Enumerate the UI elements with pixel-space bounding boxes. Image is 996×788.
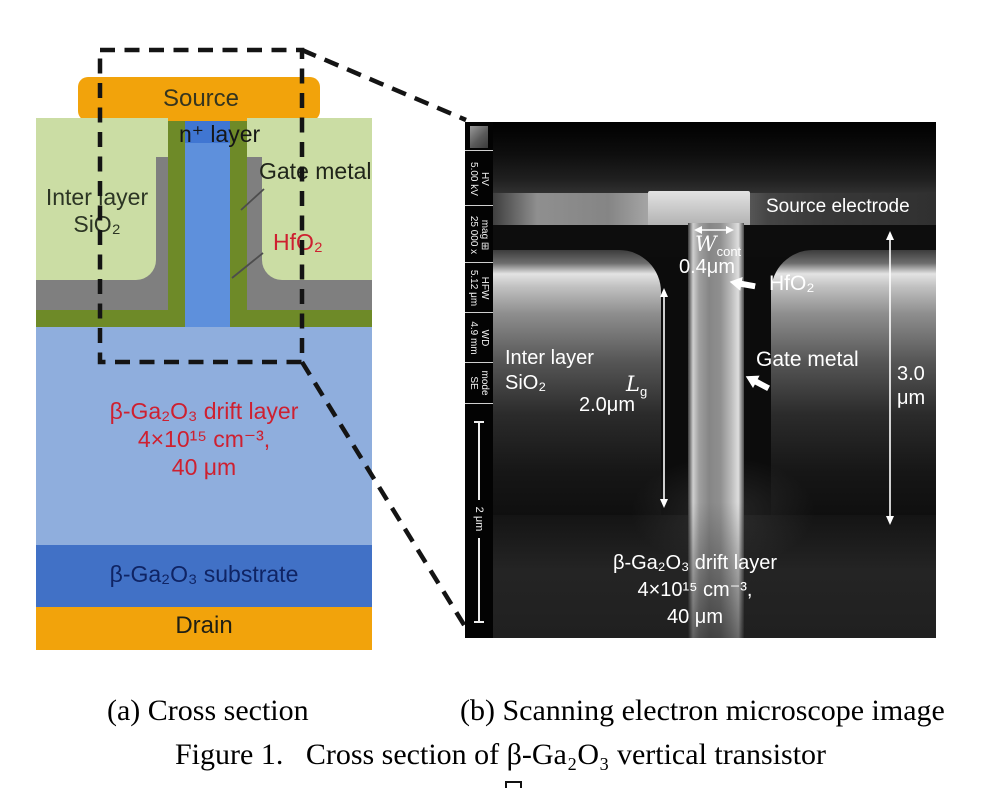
sem-thumbnail-icon bbox=[470, 126, 488, 148]
interlayer-sio2-left-upper bbox=[156, 118, 168, 157]
sem-drift-line3: 40 μm bbox=[667, 606, 723, 628]
drift-label-line1: β-Ga₂O₃ drift layer bbox=[109, 398, 299, 424]
wcont-label: Wcont bbox=[695, 232, 741, 259]
drift-label-line3: 40 μm bbox=[171, 454, 237, 480]
sem-meta-mode: mode SE bbox=[465, 362, 493, 404]
missing-glyph-box bbox=[505, 781, 522, 788]
scalebar-tick-bottom bbox=[474, 621, 484, 623]
sem-interlayer-label: Inter layer SiO₂ bbox=[505, 346, 594, 396]
caption-a: (a) Cross section bbox=[107, 694, 309, 727]
height-value-label: 3.0 μm bbox=[897, 362, 925, 410]
drift-fin-channel bbox=[185, 143, 230, 327]
height-dimension-arrow bbox=[885, 231, 895, 530]
sem-source-electrode-label: Source electrode bbox=[766, 196, 910, 217]
sem-hfo2-label: HfO₂ bbox=[769, 272, 815, 295]
lg-symbol: L bbox=[626, 372, 640, 396]
drain-label: Drain bbox=[175, 612, 233, 639]
scalebar-tick-top bbox=[474, 421, 484, 423]
wcont-symbol: W bbox=[695, 232, 717, 256]
drift-label-line2: 4×10¹⁵ cm⁻³, bbox=[137, 426, 271, 452]
n-plus-layer-label: n⁺ layer bbox=[179, 121, 261, 147]
sem-fin-fade bbox=[688, 502, 744, 638]
sem-sio2-block-left bbox=[493, 250, 661, 515]
sem-interlayer-line2: SiO₂ bbox=[505, 372, 547, 394]
zoom-connector-top bbox=[301, 47, 467, 123]
lg-label: Lg bbox=[626, 372, 647, 399]
sem-meta-hv-label: HV bbox=[479, 171, 490, 186]
scalebar-line-upper bbox=[478, 423, 480, 500]
sem-meta-mag: mag ⊞ 25 000 x bbox=[465, 205, 493, 263]
sem-image: HV 5.00 kV mag ⊞ 25 000 x HFW 5.12 μm WD bbox=[465, 122, 936, 638]
sem-drift-line1: β-Ga₂O₃ drift layer bbox=[612, 552, 778, 574]
sem-meta-mag-label: mag ⊞ bbox=[479, 219, 490, 250]
interlayer-sio2-label: Inter layer SiO₂ bbox=[36, 184, 158, 238]
interlayer-label-line2: SiO₂ bbox=[73, 211, 121, 237]
sem-meta-hfw-value: 5.12 μm bbox=[468, 269, 479, 307]
figure-caption: Figure 1. Cross section of β-Ga₂O₃ verti… bbox=[175, 738, 827, 771]
scalebar-label-wrap: 2 μm bbox=[465, 500, 493, 538]
sem-top-dark-zone bbox=[493, 122, 936, 193]
sem-sio2-block-right bbox=[771, 250, 936, 515]
sem-gate-metal-label: Gate metal bbox=[756, 348, 859, 371]
drift-layer-label: β-Ga₂O₃ drift layer 4×10¹⁵ cm⁻³, 40 μm bbox=[36, 397, 372, 481]
sem-micrograph-area: Source electrode Wcont 0.4μm HfO₂ Gate m… bbox=[493, 122, 936, 638]
height-value-line2: μm bbox=[897, 387, 926, 409]
sem-drift-line2: 4×10¹⁵ cm⁻³, bbox=[637, 579, 753, 601]
wcont-value-label: 0.4μm bbox=[679, 256, 735, 278]
sem-meta-mode-label: mode bbox=[479, 370, 490, 396]
hfo2-pointer-arrow bbox=[727, 274, 756, 299]
interlayer-label-line1: Inter layer bbox=[45, 184, 149, 210]
sem-source-contact-bump bbox=[648, 191, 750, 227]
sem-meta-wd: WD 4.9 mm bbox=[465, 312, 493, 363]
sem-metadata-sidebar: HV 5.00 kV mag ⊞ 25 000 x HFW 5.12 μm WD bbox=[465, 122, 493, 638]
sem-meta-hfw: HFW 5.12 μm bbox=[465, 262, 493, 313]
sem-meta-mag-value: 25 000 x bbox=[468, 215, 479, 254]
sem-meta-hfw-label: HFW bbox=[479, 276, 490, 300]
lg-subscript: g bbox=[639, 384, 648, 400]
scalebar-label: 2 μm bbox=[473, 506, 485, 532]
gate-metal-pointer-arrow bbox=[740, 369, 773, 400]
gate-metal-label: Gate metal bbox=[259, 158, 372, 184]
sem-interlayer-line1: Inter layer bbox=[505, 347, 594, 369]
wcont-dimension-arrow bbox=[694, 222, 734, 240]
hfo2-label: HfO₂ bbox=[273, 229, 323, 255]
substrate-label: β-Ga₂O₃ substrate bbox=[109, 561, 299, 587]
sem-meta-hv-value: 5.00 kV bbox=[468, 161, 479, 196]
lg-dimension-arrow bbox=[659, 288, 669, 513]
source-label: Source bbox=[162, 85, 240, 112]
height-value-line1: 3.0 bbox=[897, 363, 925, 385]
scalebar-line-lower bbox=[478, 538, 480, 621]
wcont-subscript: cont bbox=[716, 244, 742, 260]
sem-meta-mode-value: SE bbox=[468, 376, 479, 390]
sem-meta-hv: HV 5.00 kV bbox=[465, 150, 493, 206]
sem-drift-layer-label: β-Ga₂O₃ drift layer 4×10¹⁵ cm⁻³, 40 μm bbox=[550, 550, 840, 631]
lg-value-label: 2.0μm bbox=[579, 394, 635, 416]
caption-b: (b) Scanning electron microscope image bbox=[460, 694, 945, 727]
